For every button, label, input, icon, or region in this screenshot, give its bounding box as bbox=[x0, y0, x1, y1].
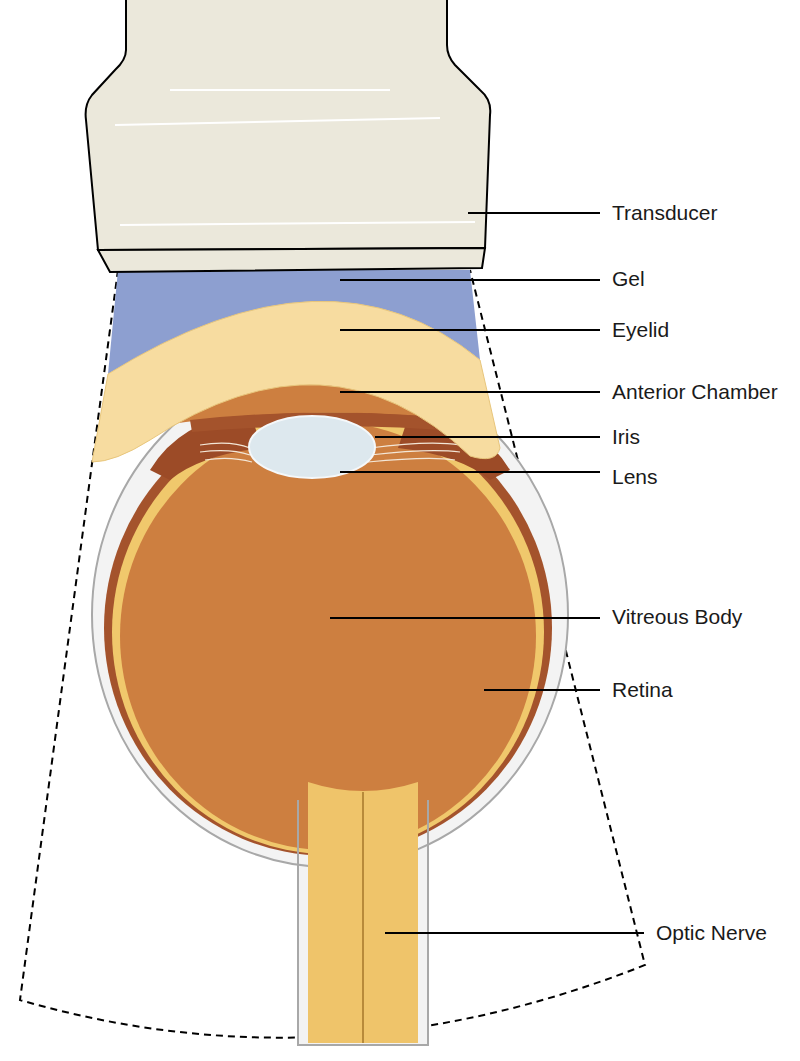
part-label: Anterior Chamber bbox=[612, 380, 778, 404]
part-label: Iris bbox=[612, 425, 640, 449]
part-label: Retina bbox=[612, 678, 673, 702]
part-label: Gel bbox=[612, 267, 645, 291]
part-label: Vitreous Body bbox=[612, 605, 742, 629]
part-label: Optic Nerve bbox=[656, 921, 767, 945]
part-label: Transducer bbox=[612, 201, 717, 225]
part-label: Eyelid bbox=[612, 318, 669, 342]
part-label: Lens bbox=[612, 465, 658, 489]
